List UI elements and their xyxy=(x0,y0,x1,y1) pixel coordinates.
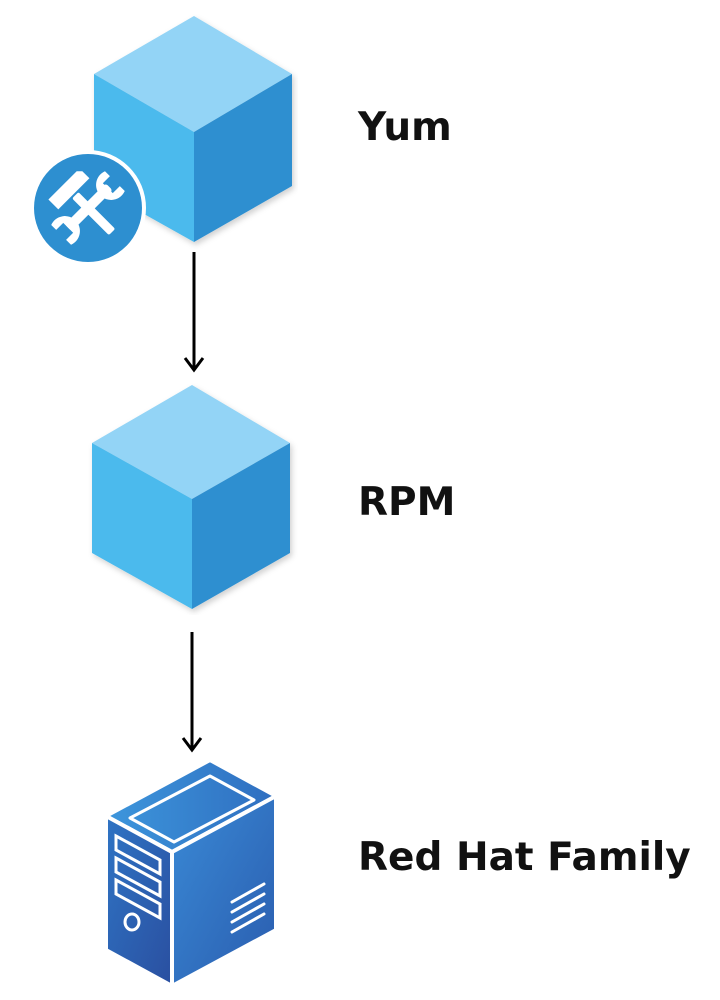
package-cube-icon xyxy=(92,385,290,609)
rpm-label: RPM xyxy=(358,480,456,525)
yum-node xyxy=(28,14,298,270)
rpm-node xyxy=(88,383,298,615)
redhat-node xyxy=(100,756,280,990)
yum-label: Yum xyxy=(358,105,452,150)
server-tower-icon xyxy=(104,758,278,988)
redhat-label: Red Hat Family xyxy=(358,835,691,880)
arrow-rpm-to-redhat xyxy=(180,632,204,756)
arrow-yum-to-rpm xyxy=(182,252,206,376)
package-cube-with-tools-icon xyxy=(30,16,292,266)
tools-badge-icon xyxy=(30,150,146,266)
